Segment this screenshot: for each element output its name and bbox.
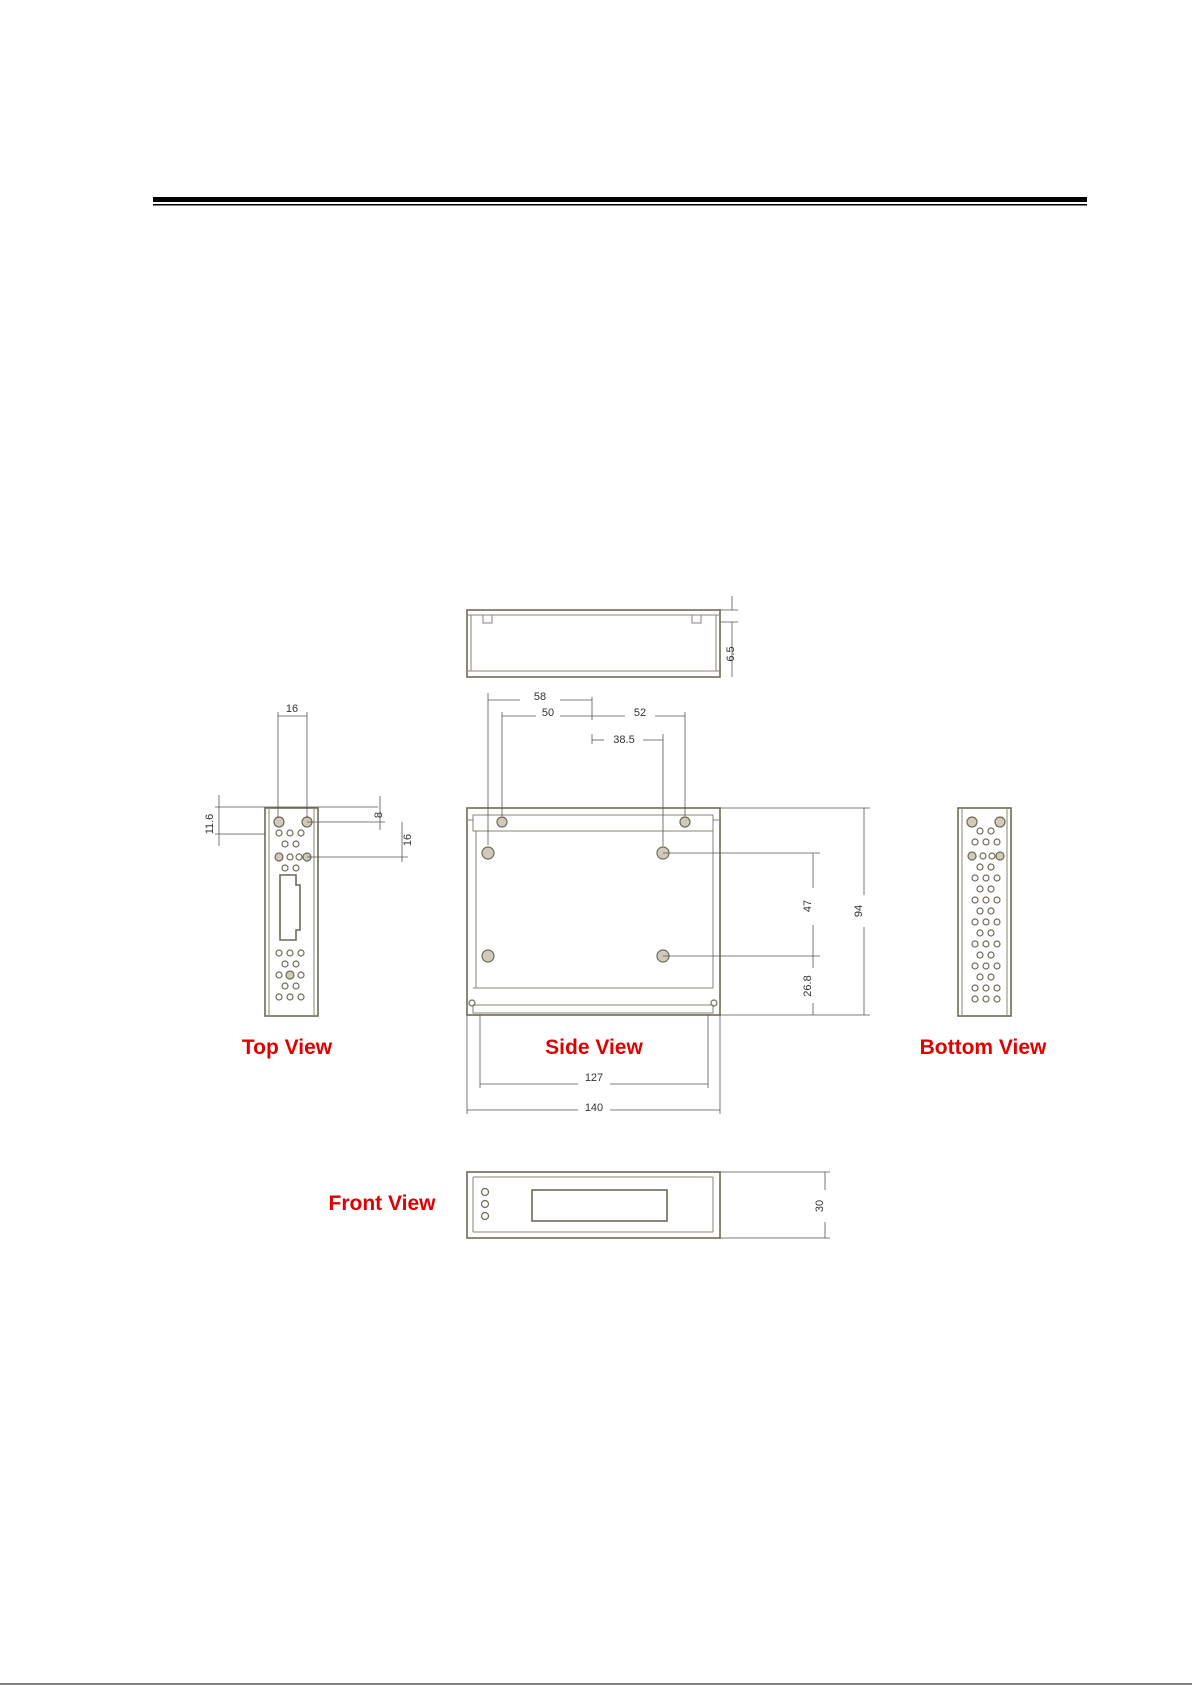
top-section-view bbox=[467, 596, 738, 677]
dim-top-view-width: 16 bbox=[286, 703, 298, 715]
dim-side-47: 47 bbox=[802, 900, 814, 912]
dim-top-view-spacing: 16 bbox=[402, 834, 414, 846]
front-view bbox=[467, 1172, 830, 1238]
dim-side-50: 50 bbox=[542, 707, 554, 719]
dim-side-94: 94 bbox=[853, 905, 865, 917]
bottom-view bbox=[958, 808, 1011, 1016]
header-rule-thin bbox=[153, 204, 1087, 206]
top-view bbox=[215, 712, 408, 1016]
dim-side-127: 127 bbox=[585, 1072, 603, 1084]
dim-front-30: 30 bbox=[814, 1200, 826, 1212]
dim-side-52: 52 bbox=[634, 707, 646, 719]
header-rule-thick bbox=[153, 197, 1087, 202]
dim-side-26-8: 26.8 bbox=[802, 975, 814, 996]
bottom-view-label: Bottom View bbox=[920, 1036, 1047, 1059]
top-view-label: Top View bbox=[242, 1036, 333, 1059]
dim-top-view-offset-left: 11.6 bbox=[204, 814, 216, 835]
front-view-label: Front View bbox=[329, 1192, 437, 1215]
dim-top-view-offset-right: 8 bbox=[373, 812, 385, 818]
dim-side-140: 140 bbox=[585, 1102, 603, 1114]
dim-side-38-5: 38.5 bbox=[613, 734, 634, 746]
dim-side-58: 58 bbox=[534, 691, 546, 703]
side-view-label: Side View bbox=[545, 1036, 643, 1059]
dim-top-depth: 6.5 bbox=[725, 646, 737, 661]
